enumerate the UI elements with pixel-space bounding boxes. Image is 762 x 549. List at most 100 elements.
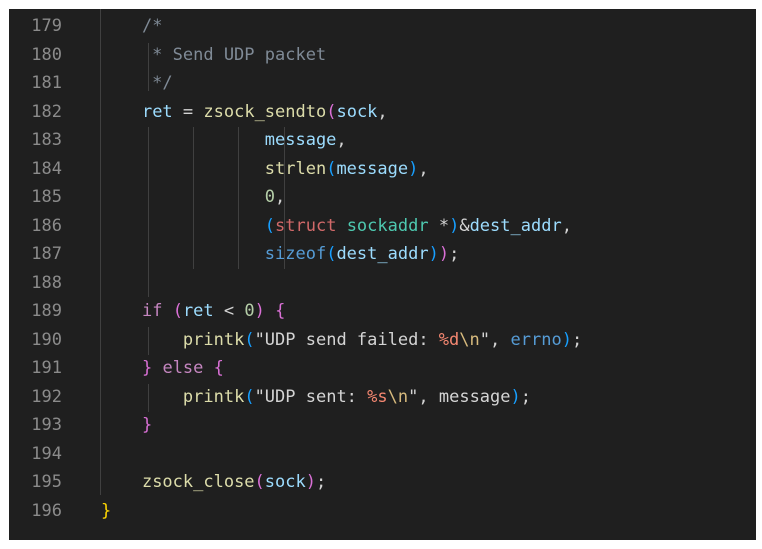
code-token: 0 (244, 301, 255, 321)
code-token: ( (326, 244, 337, 264)
code-token: sockaddr (346, 215, 429, 236)
code-token: ( (326, 101, 337, 122)
code-token: zsock_close (141, 472, 255, 492)
code-line[interactable]: 187 sizeof(dest_addr)); (9, 240, 756, 268)
code-text: /* (101, 12, 162, 40)
code-token: } (141, 358, 153, 378)
code-line[interactable]: 182 ret = zsock_sendto(sock, (9, 98, 756, 126)
line-number: 194 (31, 443, 62, 464)
code-line[interactable]: 195 zsock_close(sock); (9, 468, 756, 496)
code-token: ; (571, 329, 583, 350)
code-token: ret (182, 301, 214, 321)
code-token: errno (510, 329, 562, 350)
code-token: , (418, 158, 429, 179)
code-line[interactable]: 192 printk("UDP sent: %s\n", message); (9, 383, 756, 411)
code-token: * Send UDP packet (101, 44, 327, 65)
indent-guide (100, 9, 101, 495)
code-token: ) (305, 472, 316, 492)
code-line[interactable]: 196} (9, 497, 756, 525)
code-line[interactable]: 194 (9, 440, 756, 468)
code-token (101, 187, 265, 207)
code-token: ) (510, 386, 521, 407)
indent-guide (193, 127, 194, 269)
code-text: } (101, 411, 152, 439)
code-token: zsock_sendto (203, 101, 327, 122)
code-token: ( (326, 158, 337, 179)
code-token: , (336, 130, 347, 150)
code-line[interactable]: 185 0, (9, 183, 756, 211)
code-token: 0 (264, 187, 276, 207)
code-token (101, 159, 265, 179)
code-line[interactable]: 191 } else { (9, 354, 756, 382)
line-number: 195 (31, 472, 62, 492)
code-token: sock (336, 101, 378, 122)
code-token: */ (101, 73, 173, 93)
code-token: %s (367, 386, 388, 407)
code-token: sizeof (264, 244, 327, 264)
line-number: 189 (31, 301, 62, 321)
code-line[interactable]: 179 /* (9, 12, 756, 40)
line-number: 188 (31, 272, 62, 293)
code-line[interactable]: 193 } (9, 411, 756, 439)
line-number: 184 (31, 158, 62, 179)
code-token: printk (182, 329, 245, 350)
code-line[interactable]: 186 (struct sockaddr *)&dest_addr, (9, 212, 756, 240)
code-token (101, 216, 265, 236)
line-number: 190 (31, 329, 62, 350)
code-text: } else { (101, 354, 224, 382)
code-text: (struct sockaddr *)&dest_addr, (101, 212, 572, 240)
code-token: ( (244, 329, 255, 350)
code-token: else (162, 358, 204, 378)
code-token (101, 415, 142, 435)
code-line[interactable]: 181 */ (9, 69, 756, 97)
line-number: 185 (31, 187, 62, 207)
code-token: { (213, 358, 224, 378)
code-token: ( (264, 215, 276, 236)
code-text: printk("UDP send failed: %d\n", errno); (101, 326, 582, 354)
line-number: 179 (31, 16, 62, 36)
line-number: 180 (31, 44, 62, 65)
code-token (162, 301, 172, 321)
code-token: ( (172, 301, 183, 321)
code-text: * Send UDP packet (101, 41, 326, 69)
code-token: %d (438, 329, 460, 350)
code-token: "UDP sent: (254, 386, 368, 407)
code-text: strlen(message), (101, 155, 429, 183)
code-line[interactable]: 183 message, (9, 126, 756, 154)
line-number: 186 (31, 215, 62, 236)
code-token (265, 301, 275, 321)
indent-guide (284, 127, 285, 269)
code-token (203, 358, 213, 378)
code-token: , (418, 386, 439, 407)
code-token (152, 358, 162, 378)
code-line[interactable]: 184 strlen(message), (9, 155, 756, 183)
code-token (101, 301, 142, 321)
indent-guide (238, 127, 239, 269)
indent-guide (148, 327, 149, 355)
code-text: sizeof(dest_addr)); (101, 240, 460, 268)
code-token (101, 330, 183, 350)
code-token: " (479, 329, 491, 350)
code-token: < (213, 301, 245, 321)
code-token: ) (561, 329, 572, 350)
code-token: \n (387, 386, 409, 407)
code-line[interactable]: 188 (9, 269, 756, 297)
code-token (101, 130, 265, 150)
code-line[interactable]: 190 printk("UDP send failed: %d\n", errn… (9, 326, 756, 354)
line-number: 192 (31, 386, 62, 407)
line-number: 193 (31, 415, 62, 435)
code-token: ) (449, 215, 460, 236)
code-text: ret = zsock_sendto(sock, (101, 98, 388, 126)
code-token: sock (264, 472, 306, 492)
code-token: if (141, 301, 163, 321)
code-text: message, (101, 126, 347, 154)
code-line[interactable]: 180 * Send UDP packet (9, 41, 756, 69)
code-token (101, 387, 183, 407)
line-number: 182 (31, 101, 62, 122)
code-token: ) (254, 301, 265, 321)
code-token (101, 102, 142, 122)
code-line[interactable]: 189 if (ret < 0) { (9, 297, 756, 325)
code-token: } (101, 500, 112, 521)
code-text: printk("UDP sent: %s\n", message); (101, 383, 531, 411)
